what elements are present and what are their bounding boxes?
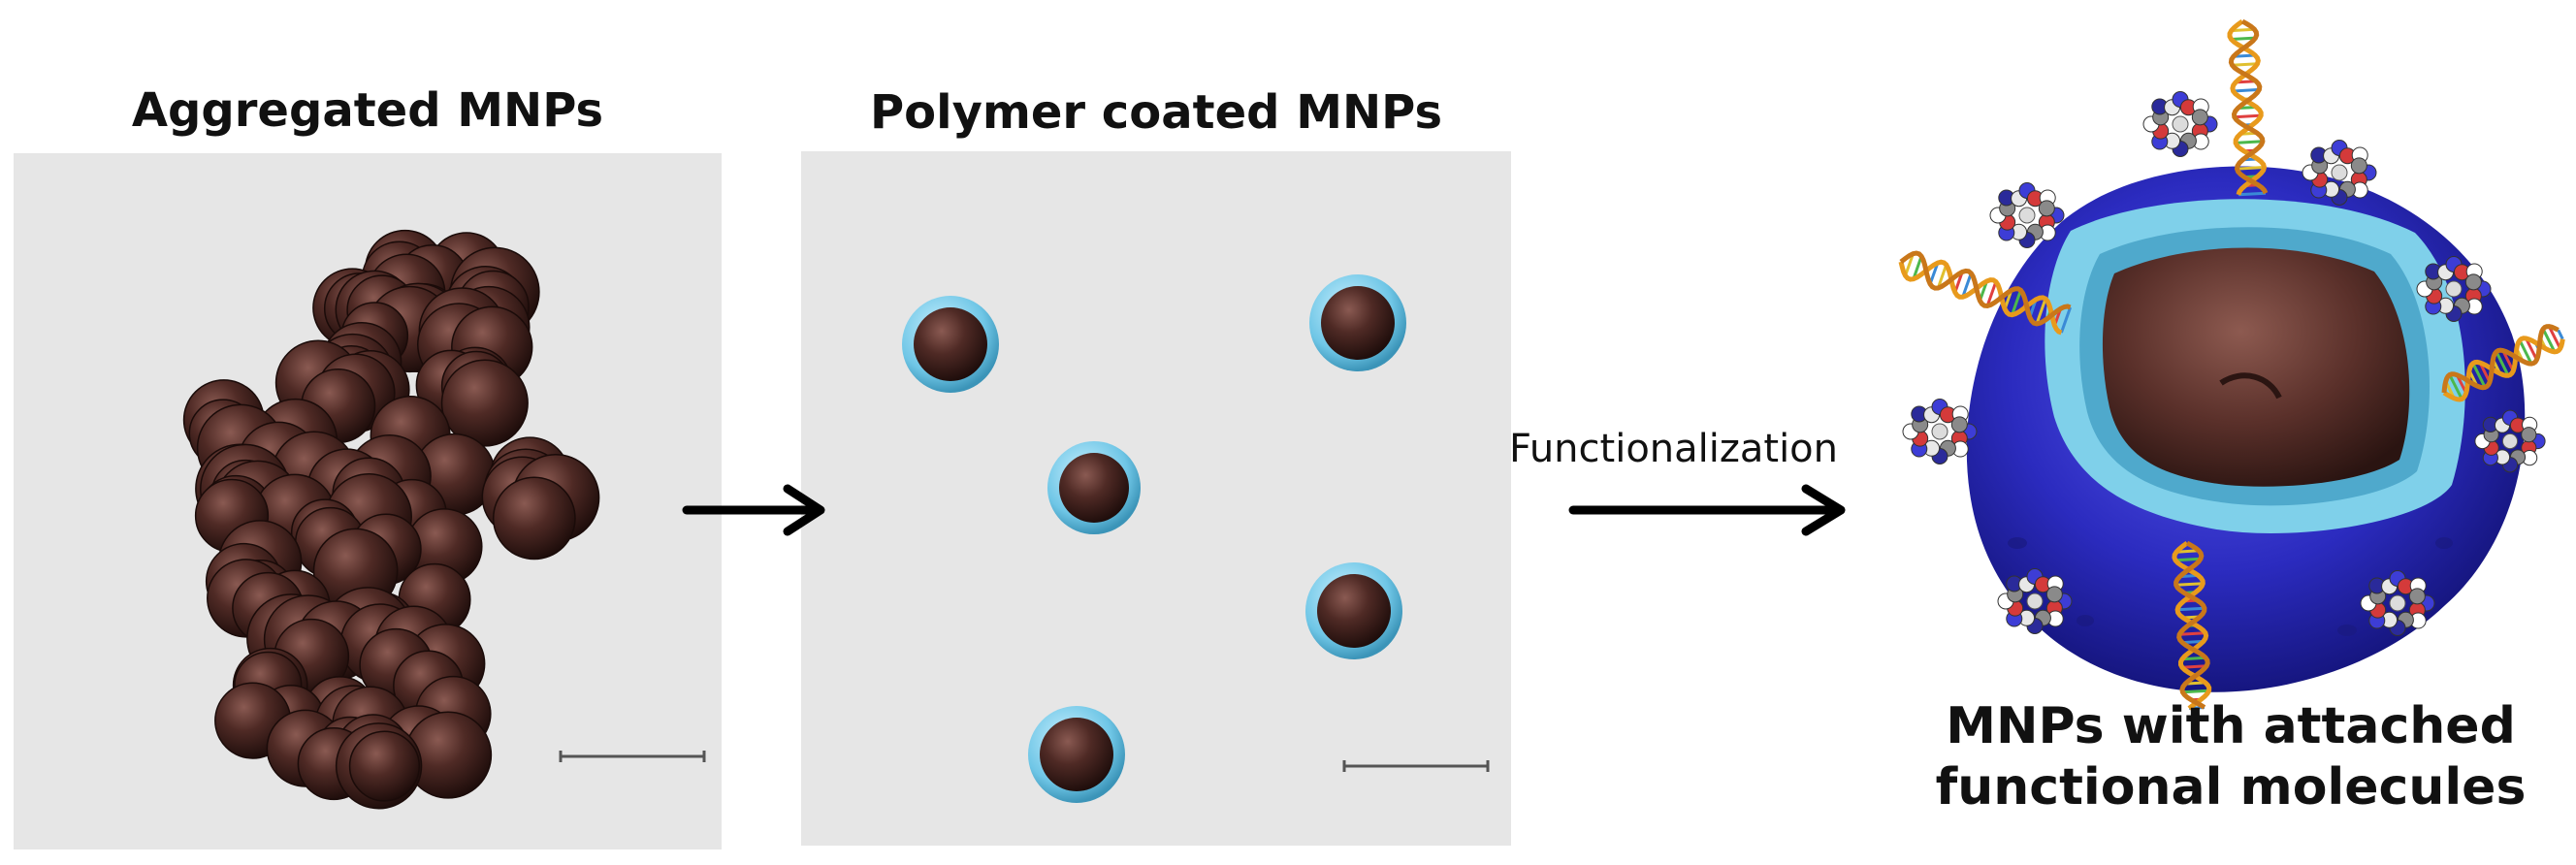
functionalized-nanoparticle bbox=[1966, 166, 2526, 692]
aggregated-title: Aggregated MNPs bbox=[131, 83, 604, 138]
scale-bar-icon bbox=[1342, 760, 1490, 772]
molecule-icon bbox=[2360, 570, 2435, 636]
molecule-icon bbox=[1902, 399, 1978, 465]
final-caption: MNPs with attached functional molecules bbox=[1920, 696, 2541, 819]
magnetic-nanoparticle bbox=[492, 476, 576, 561]
final-caption-line1: MNPs with attached bbox=[1946, 697, 2516, 755]
coated-title: Polymer coated MNPs bbox=[869, 85, 1443, 140]
molecule-icon bbox=[2474, 409, 2546, 473]
coated-particle bbox=[1028, 706, 1125, 803]
molecule-icon bbox=[1997, 568, 2073, 634]
molecule-icon bbox=[1989, 182, 2065, 248]
coated-particle bbox=[1047, 441, 1141, 534]
dna-helix-icon bbox=[2172, 540, 2212, 711]
aggregated-particle-cluster bbox=[182, 229, 600, 810]
dna-helix-icon bbox=[1898, 250, 2073, 336]
scale-bar-icon bbox=[559, 751, 706, 762]
coated-particle bbox=[1305, 562, 1402, 659]
coated-panel bbox=[801, 151, 1511, 846]
molecule-icon bbox=[2302, 140, 2377, 206]
coated-particle bbox=[1309, 274, 1406, 371]
final-caption-line2: functional molecules bbox=[1935, 758, 2527, 817]
dna-helix-icon bbox=[2441, 324, 2565, 402]
coated-particle bbox=[902, 296, 999, 393]
arrow-right-icon bbox=[682, 484, 825, 536]
magnetic-nanoparticle bbox=[440, 359, 529, 447]
molecule-icon bbox=[2142, 91, 2218, 157]
dna-helix-icon bbox=[2227, 18, 2269, 197]
molecule-icon bbox=[2416, 256, 2492, 322]
functionalization-label: Functionalization bbox=[1509, 427, 1839, 471]
magnetic-nanoparticle bbox=[348, 730, 421, 802]
attached-functional-molecules bbox=[1898, 18, 2565, 711]
arrow-right-icon bbox=[1568, 484, 1846, 536]
